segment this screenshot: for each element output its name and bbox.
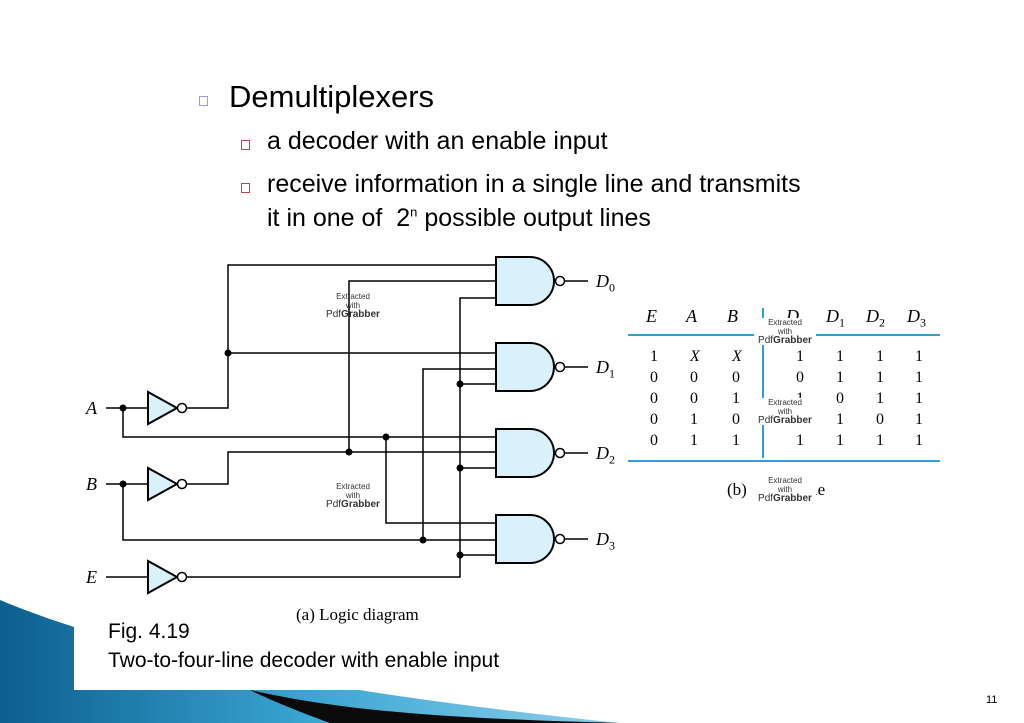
- table-header-a: A: [686, 306, 697, 326]
- title-bullet-icon: [199, 96, 208, 106]
- table-cell: 0: [796, 369, 804, 386]
- table-cell: X: [732, 348, 742, 365]
- table-cell: 1: [915, 390, 923, 407]
- table-row: 0 0 0 0 1 1 1: [628, 369, 940, 390]
- table-cell: 0: [650, 390, 658, 407]
- table-cell: 1: [650, 348, 658, 365]
- table-cell: 1: [915, 411, 923, 428]
- table-cell: 0: [690, 369, 698, 386]
- bullet-icon: [241, 140, 250, 150]
- table-header-e: E: [646, 306, 657, 326]
- table-cell: 1: [732, 432, 740, 449]
- output-label-d1: D1: [596, 357, 615, 381]
- figure-label: Fig. 4.19: [108, 620, 190, 643]
- table-cell: 0: [650, 369, 658, 386]
- table-row: 0 1 1 1 1 1 1: [628, 432, 940, 453]
- output-label-d3: D3: [596, 529, 615, 553]
- table-header-b: B: [727, 306, 738, 326]
- table-cell: 1: [876, 390, 884, 407]
- bullet-1: a decoder with an enable input: [267, 127, 608, 155]
- figure-description: Two-to-four-line decoder with enable inp…: [108, 649, 500, 672]
- nand-gate-d2: [495, 428, 588, 478]
- table-cell: 1: [690, 432, 698, 449]
- inverter-b: [147, 466, 188, 502]
- input-label-e: E: [86, 567, 97, 587]
- table-cell: 0: [732, 369, 740, 386]
- table-cell: 0: [732, 411, 740, 428]
- output-label-d2: D2: [596, 443, 615, 467]
- nand-gate-d3: [495, 514, 588, 564]
- inverter-e: [147, 559, 188, 595]
- table-cell: 0: [690, 390, 698, 407]
- table-cell: 0: [650, 432, 658, 449]
- bullet-2-line-2: it in one of 2n possible output lines: [267, 204, 651, 232]
- decorative-swoosh: [0, 600, 620, 723]
- table-cell: 1: [690, 411, 698, 428]
- table-cell: 1: [732, 390, 740, 407]
- table-cell: 0: [650, 411, 658, 428]
- table-header-d3: D3: [907, 306, 926, 330]
- output-label-d0: D0: [596, 271, 615, 295]
- table-cell: 1: [796, 432, 804, 449]
- bullet-2: receive information in a single line and…: [267, 170, 801, 198]
- diagram-caption: (a) Logic diagram: [296, 605, 419, 624]
- slide-title: Demultiplexers: [229, 79, 435, 114]
- nand-gate-d1: [495, 342, 588, 392]
- table-cell: 1: [836, 348, 844, 365]
- table-cell: 1: [915, 432, 923, 449]
- table-cell: 1: [836, 411, 844, 428]
- table-cell: 1: [876, 432, 884, 449]
- table-cell: 0: [876, 411, 884, 428]
- table-body: 1XX11110000111001101101011010111111: [628, 336, 940, 462]
- page-number: 11: [986, 694, 998, 706]
- table-cell: 1: [915, 348, 923, 365]
- table-cell: 0: [836, 390, 844, 407]
- bullet-icon: [241, 183, 250, 193]
- table-cell: X: [690, 348, 700, 365]
- table-header-d2: D2: [866, 306, 885, 330]
- table-cell: 1: [836, 369, 844, 386]
- input-label-a: A: [86, 398, 97, 418]
- table-divider: [762, 308, 764, 458]
- table-header-d1: D1: [826, 306, 845, 330]
- table-cell: 1: [876, 369, 884, 386]
- table-row: 1 X X 1 1 1 1: [628, 348, 940, 369]
- caption-panel: [74, 610, 634, 690]
- table-cell: 1: [796, 348, 804, 365]
- table-cell: 1: [836, 432, 844, 449]
- inverter-a: [147, 390, 188, 426]
- input-label-b: B: [86, 474, 97, 494]
- table-cell: 1: [876, 348, 884, 365]
- table-cell: 1: [915, 369, 923, 386]
- nand-gate-d0: [495, 256, 588, 306]
